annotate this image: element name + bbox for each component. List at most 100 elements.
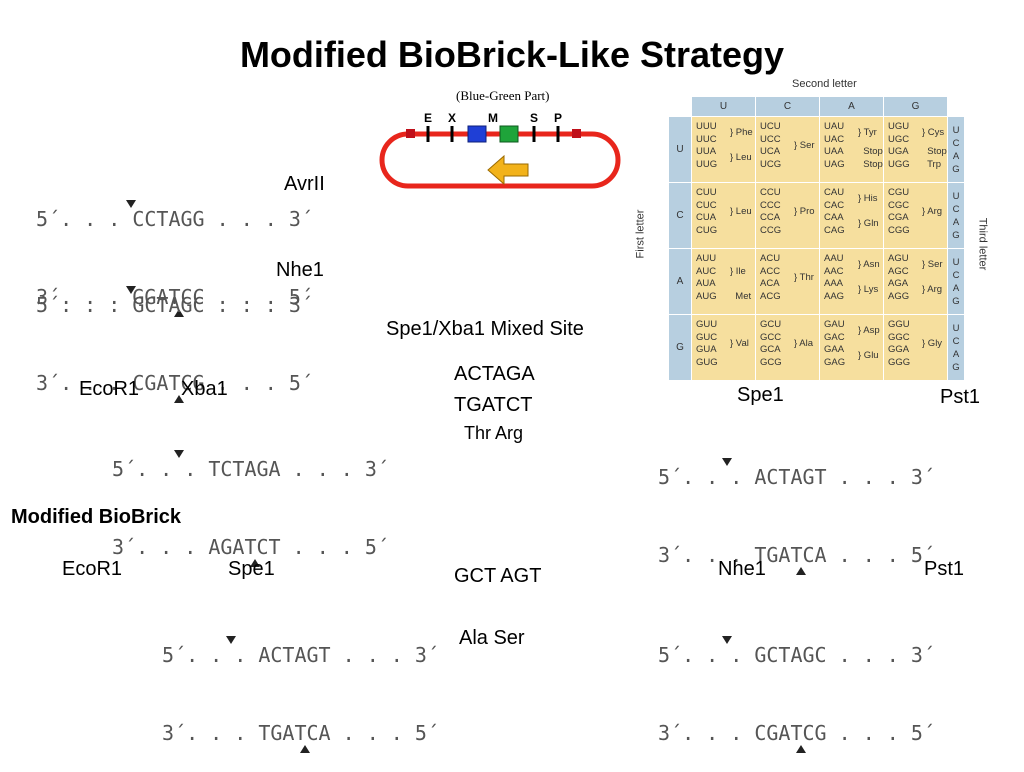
third-letter-u: U [952,322,960,334]
amino-acid-label: Stop [922,146,947,157]
amino-acid-label: } Gly [922,337,943,349]
codon: CCG [760,224,782,236]
amino-acid-label: Stop [858,146,883,157]
codon: CCC [760,199,781,211]
first-letter-a: A [668,248,692,315]
first-letter-u: U [668,116,692,183]
codon: GCU [760,319,782,330]
codon: CAC [824,199,845,211]
codon: CCU [760,187,781,198]
codon: UUC [696,133,717,145]
codon: CAA [824,212,844,223]
codon: AUG [696,290,717,302]
third-letter-a: A [952,150,960,162]
codon: AUA [696,278,716,289]
amino-acid-label: } Gln [858,218,879,230]
site-mark-e [426,126,430,142]
codon: CGC [888,199,910,211]
nhe1-top-site-sequence: 5´. . . GCTAGC . . . 3´ 3´. . . CGATCG .… [36,240,313,422]
second-letter-label: Second letter [792,78,857,90]
amino-acid-label: } Ile [730,265,746,277]
spe1-b-top-strand: 5´. . . ACTAGT . . . 3´ [162,636,439,668]
site-letter-s: S [530,111,538,125]
codon: CUG [696,224,718,236]
codon: UAC [824,133,845,145]
codon: AAG [824,290,845,302]
site-letter-p: P [554,111,562,125]
codon: UAA [824,146,844,157]
amino-acid-label: } Arg [922,205,943,217]
third-letter-g: G [952,361,960,373]
third-letter-label: Third letter [976,217,989,271]
ala-ser-amino-acids: Ala Ser [459,627,525,649]
codon: GAG [824,356,846,368]
mixed-amino-acids: Thr Arg [464,423,524,443]
codon: GUG [696,356,718,368]
third-letter-c: C [952,269,960,281]
mixed-seq-top: ACTAGA [454,363,535,385]
codon: CCA [760,212,781,223]
codon: UGU [888,121,910,132]
codon: GAA [824,344,845,355]
site-mark-s [532,126,536,142]
third-letter-a: A [952,282,960,294]
third-letter-a: A [952,216,960,228]
xba1-bottom-strand: 3´. . . AGATCT . . . 5´ [112,534,389,567]
codon: CUA [696,212,717,223]
first-letter-label: First letter [634,209,647,259]
third-letter-g: G [952,295,960,307]
avrii-bottom-strand: 3´. . . GGATCC . . . 5´ [36,284,313,317]
spe1-label-b: Spe1 [228,558,275,580]
codon: UCU [760,121,781,132]
nhe1-top-bottom-strand: 3´. . . CGATCG . . . 5´ [36,370,313,403]
codon: ACG [760,290,781,302]
codon: ACU [760,253,781,264]
codon: UCA [760,146,781,157]
avrii-site-sequence: 5´. . . CCTAGG . . . 3´ 3´. . . GGATCC .… [36,154,313,336]
codon: CUC [696,199,717,211]
spe1-a-bottom-strand: 3´. . . TGATCA . . . 5´ [658,542,935,575]
part-green-box [499,125,519,143]
modified-biobrick-heading: Modified BioBrick [11,506,182,528]
amino-acid-label: } Ser [794,139,815,151]
pst1-label-a: Pst1 [940,386,981,408]
third-letter-c: C [952,203,960,215]
codon: AUC [696,265,717,277]
spe1-a-top-strand: 5´. . . ACTAGT . . . 3´ [658,458,935,490]
codon: GGC [888,331,910,343]
xba1-top-strand: 5´. . . TCTAGA . . . 3´ [112,450,389,482]
third-letter-g: G [952,163,960,175]
codon: GGA [888,344,910,355]
codon: UGC [888,133,910,145]
site-end-left [406,129,415,138]
second-letter-u: U [691,96,756,117]
codon: GCC [760,331,782,343]
third-letter-c: C [952,137,960,149]
site-mark-x [450,126,454,142]
amino-acid-label: } Lys [858,284,879,296]
codon: GGU [888,319,910,330]
codon: GUU [696,319,718,330]
codon: CGA [888,212,909,223]
codon: ACA [760,278,780,289]
plasmid-part-label: (Blue-Green Part) [456,88,550,103]
